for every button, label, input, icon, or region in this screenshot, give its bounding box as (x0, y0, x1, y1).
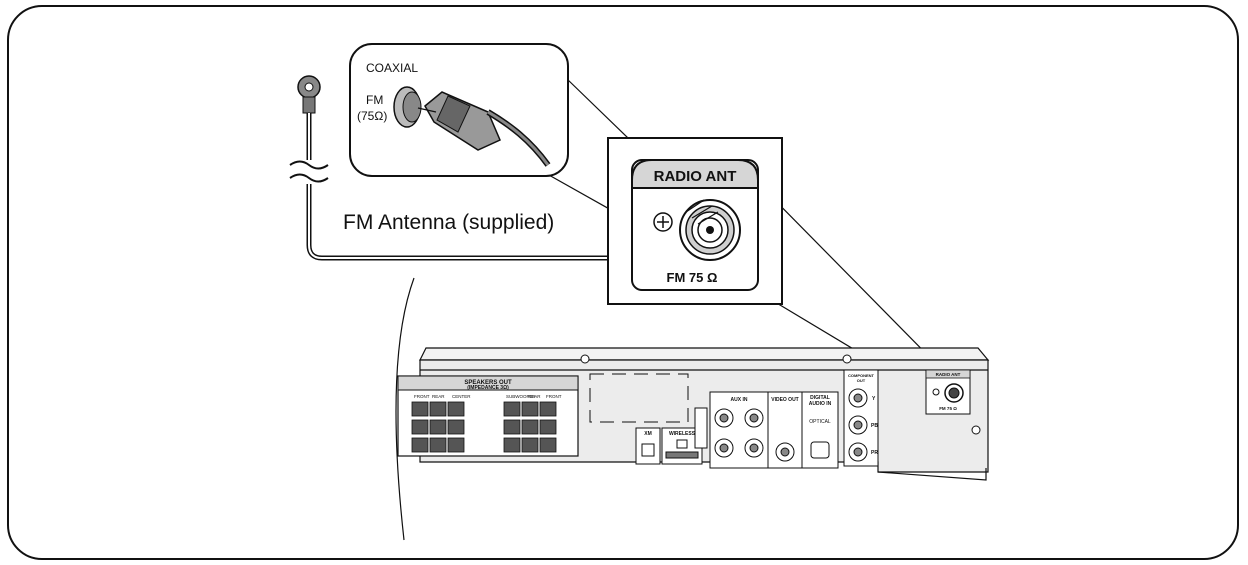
digital-audio-label-1: DIGITAL (810, 395, 830, 401)
component-y: Y (872, 396, 876, 402)
speaker-label-rear-right: REAR (528, 394, 541, 399)
speaker-label-front-left: FRONT (414, 394, 430, 399)
speakers-out-block: SPEAKERS OUT (IMPEDANCE 3Ω) FRONT REAR C… (397, 375, 579, 457)
device-radio-ant-label: RADIO ANT (936, 372, 961, 377)
radio-ant-zoom-panel: RADIO ANT FM 75 Ω (607, 137, 783, 305)
speakers-out-title: SPEAKERS OUT (464, 380, 512, 386)
component-pr: PR (871, 450, 878, 456)
fm-jack-icon (679, 199, 741, 261)
ohm-label: (75Ω) (357, 109, 387, 123)
optical-label: OPTICAL (809, 419, 831, 425)
video-out-label: VIDEO OUT (771, 397, 799, 403)
blank-label-area (589, 373, 689, 423)
device-radio-ant: RADIO ANT FM 75 Ω (925, 369, 971, 415)
radio-ant-title: RADIO ANT (654, 168, 737, 185)
speakers-impedance: (IMPEDANCE 3Ω) (467, 385, 509, 391)
optical-jack-icon (810, 441, 830, 459)
device-fm-label: FM 75 Ω (939, 406, 957, 411)
coaxial-label: COAXIAL (366, 61, 418, 75)
video-out-jack-icon (775, 442, 795, 462)
screw-icon (653, 212, 673, 232)
speaker-terminals (411, 401, 557, 453)
fm-label: FM (366, 93, 383, 107)
xm-wireless-block: XM WIRELESS (635, 427, 703, 465)
wireless-label: WIRELESS (669, 431, 696, 437)
xm-label: XM (644, 431, 652, 437)
digital-audio-label-2: AUDIO IN (809, 401, 832, 407)
component-pb: PB (871, 423, 878, 429)
fm-antenna-label: FM Antenna (supplied) (343, 211, 554, 234)
component-out-label-1: COMPONENT (848, 373, 875, 378)
coaxial-callout: COAXIAL FM (75Ω) (349, 43, 569, 177)
speaker-label-front-right: FRONT (546, 394, 562, 399)
coaxial-plug-icon (417, 91, 551, 167)
outer-frame (7, 5, 1239, 560)
cutaway-curve (395, 277, 415, 541)
av-inputs-block: AUX IN VIDEO OUT DIGITAL AUDIO IN OPTICA… (694, 391, 839, 469)
component-out-block: COMPONENT OUT Y PB PR (843, 369, 879, 467)
speaker-labels: FRONT REAR CENTER SUBWOOFER REAR FRONT (414, 394, 562, 399)
aux-jacks (714, 408, 764, 458)
aux-in-label: AUX IN (731, 397, 748, 403)
fm-75-label: FM 75 Ω (667, 270, 718, 285)
speaker-label-center: CENTER (452, 394, 471, 399)
speaker-label-subwoofer: SUBWOOFER (506, 394, 536, 399)
speaker-label-rear-left: REAR (432, 394, 445, 399)
fm-antenna-wire (289, 75, 704, 261)
receiver-rear-panel: SPEAKERS OUT (IMPEDANCE 3Ω) FRONT REAR C… (397, 347, 990, 481)
coaxial-jack-icon (393, 86, 422, 128)
component-out-label-2: OUT (857, 378, 866, 383)
